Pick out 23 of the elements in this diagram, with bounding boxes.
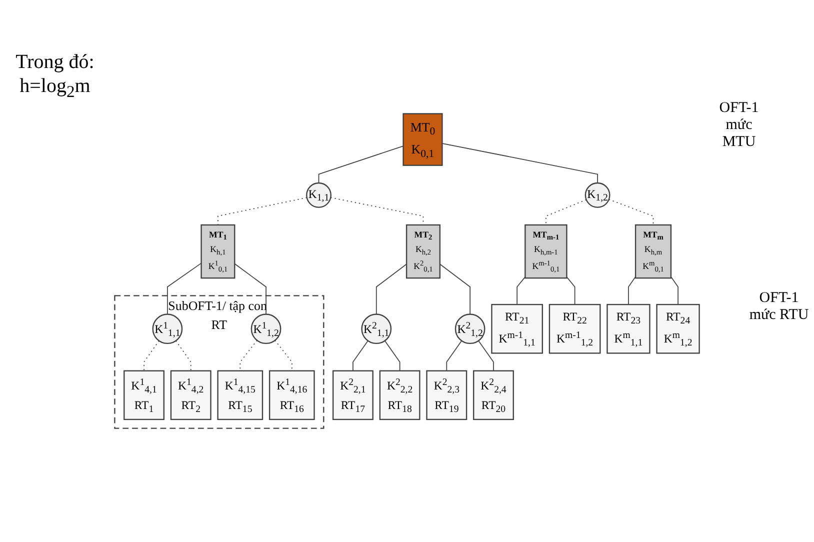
key-circle: K$_{1,1}$ xyxy=(306,182,332,208)
connector-line xyxy=(546,199,587,226)
connector-line xyxy=(566,276,576,305)
connector-line xyxy=(670,276,678,305)
connector-line xyxy=(628,276,636,305)
connector-line xyxy=(175,340,192,372)
root-key-box: MT$_{0}$ K$_{0,1}$ xyxy=(402,113,443,166)
connector-line xyxy=(446,340,462,372)
connector-line xyxy=(240,340,258,372)
connector-line xyxy=(274,340,292,372)
connector-line xyxy=(442,142,598,184)
connector-line xyxy=(516,276,526,305)
connector-line xyxy=(167,262,202,315)
connector-line xyxy=(144,340,160,372)
connector-line xyxy=(439,264,471,315)
key-circle: K$_{1,2}$ xyxy=(584,182,610,208)
connector-line xyxy=(318,146,404,184)
connector-line xyxy=(478,340,494,372)
connector-line xyxy=(352,340,368,372)
note-text: Trong đó: h=log$_{2}$m xyxy=(14,50,96,102)
connector-line xyxy=(384,340,400,372)
connector-line xyxy=(376,264,407,315)
connector-line xyxy=(608,198,654,226)
